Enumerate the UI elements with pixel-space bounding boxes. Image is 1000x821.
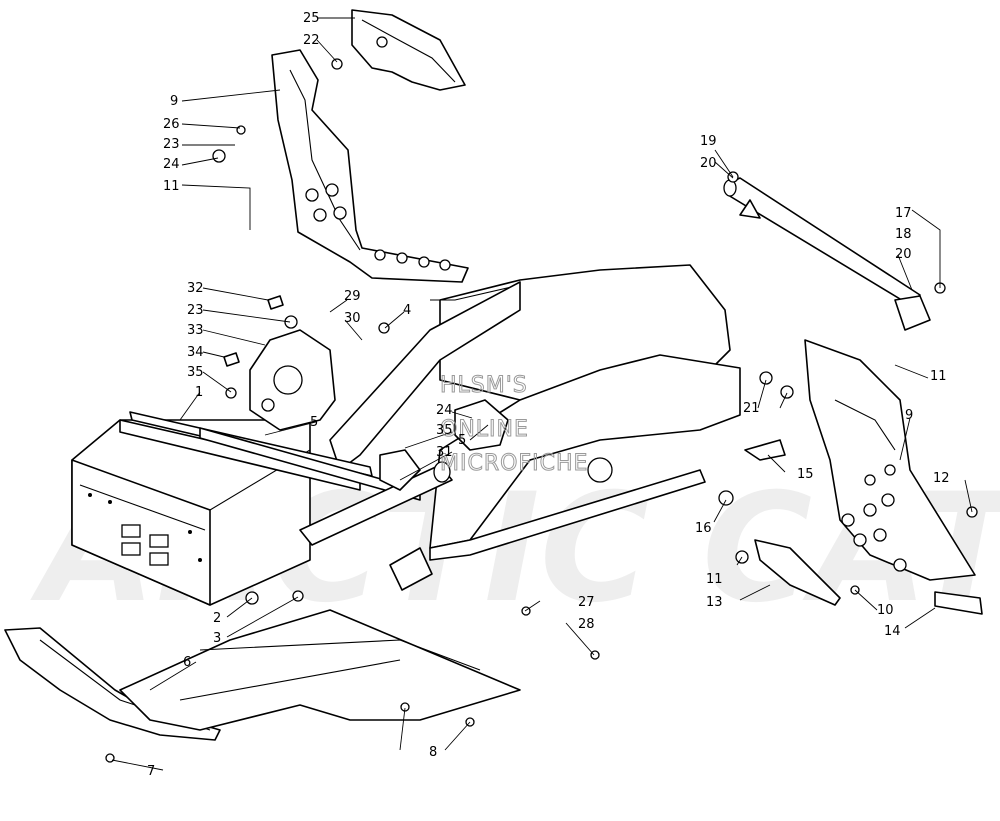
callout-29: 29 (344, 289, 361, 304)
callout-5-left: 5 (310, 415, 318, 430)
leader-lines (111, 17, 973, 771)
callout-33: 33 (187, 323, 204, 338)
steering-post (723, 177, 931, 331)
callout-9-right: 9 (905, 408, 913, 423)
watermark-line-1: HLSM'S (440, 373, 528, 398)
callout-31: 31 (436, 445, 453, 460)
callout-4: 4 (403, 303, 411, 318)
callout-2: 2 (213, 611, 221, 626)
callout-26: 26 (163, 117, 180, 132)
ski-brackets (744, 439, 983, 615)
callout-1: 1 (195, 385, 203, 400)
callout-28: 28 (578, 617, 595, 632)
callout-11-right: 11 (930, 369, 947, 384)
callout-11-bottom: 11 (706, 572, 723, 587)
callout-35-mid: 35 (436, 423, 453, 438)
front-riser-frame (271, 49, 469, 283)
callout-19: 19 (700, 134, 717, 149)
callout-24-top: 24 (163, 157, 180, 172)
callout-11-top: 11 (163, 179, 180, 194)
callout-23-mid: 23 (187, 303, 204, 318)
watermark-text: HLSM'S ONLINE MICROFICHE (440, 373, 588, 477)
callout-20-right: 20 (895, 247, 912, 262)
callout-8: 8 (429, 745, 437, 760)
callout-24-mid: 24 (436, 403, 453, 418)
callout-10: 10 (877, 603, 894, 618)
callout-35-left: 35 (187, 365, 204, 380)
floor-plate (119, 609, 521, 731)
callout-6: 6 (183, 655, 191, 670)
callout-32: 32 (187, 281, 204, 296)
callout-20-top: 20 (700, 156, 717, 171)
callout-22: 22 (303, 33, 320, 48)
watermark-line-3: MICROFICHE (440, 451, 588, 476)
callout-16: 16 (695, 521, 712, 536)
callout-21: 21 (743, 401, 760, 416)
callout-30: 30 (344, 311, 361, 326)
center-bracket (379, 399, 509, 491)
callout-labels: 25 22 9 26 23 24 11 32 23 33 34 35 1 29 … (147, 11, 950, 779)
callout-14: 14 (884, 624, 901, 639)
callout-17: 17 (895, 206, 912, 221)
callout-25: 25 (303, 11, 320, 26)
callout-5-mid: 5 (458, 433, 466, 448)
callout-34: 34 (187, 345, 204, 360)
callout-18: 18 (895, 227, 912, 242)
upper-bracket (351, 9, 466, 91)
callout-3: 3 (213, 631, 221, 646)
callout-15: 15 (797, 467, 814, 482)
callout-9-left: 9 (170, 94, 178, 109)
callout-27: 27 (578, 595, 595, 610)
callout-13: 13 (706, 595, 723, 610)
right-side-panel (429, 354, 741, 561)
callout-12: 12 (933, 471, 950, 486)
callout-7: 7 (147, 764, 155, 779)
watermark-line-2: ONLINE (440, 417, 529, 442)
right-front-panel (804, 339, 976, 581)
left-bracket (249, 329, 336, 431)
callout-23-top: 23 (163, 137, 180, 152)
slide-rails (119, 411, 421, 501)
